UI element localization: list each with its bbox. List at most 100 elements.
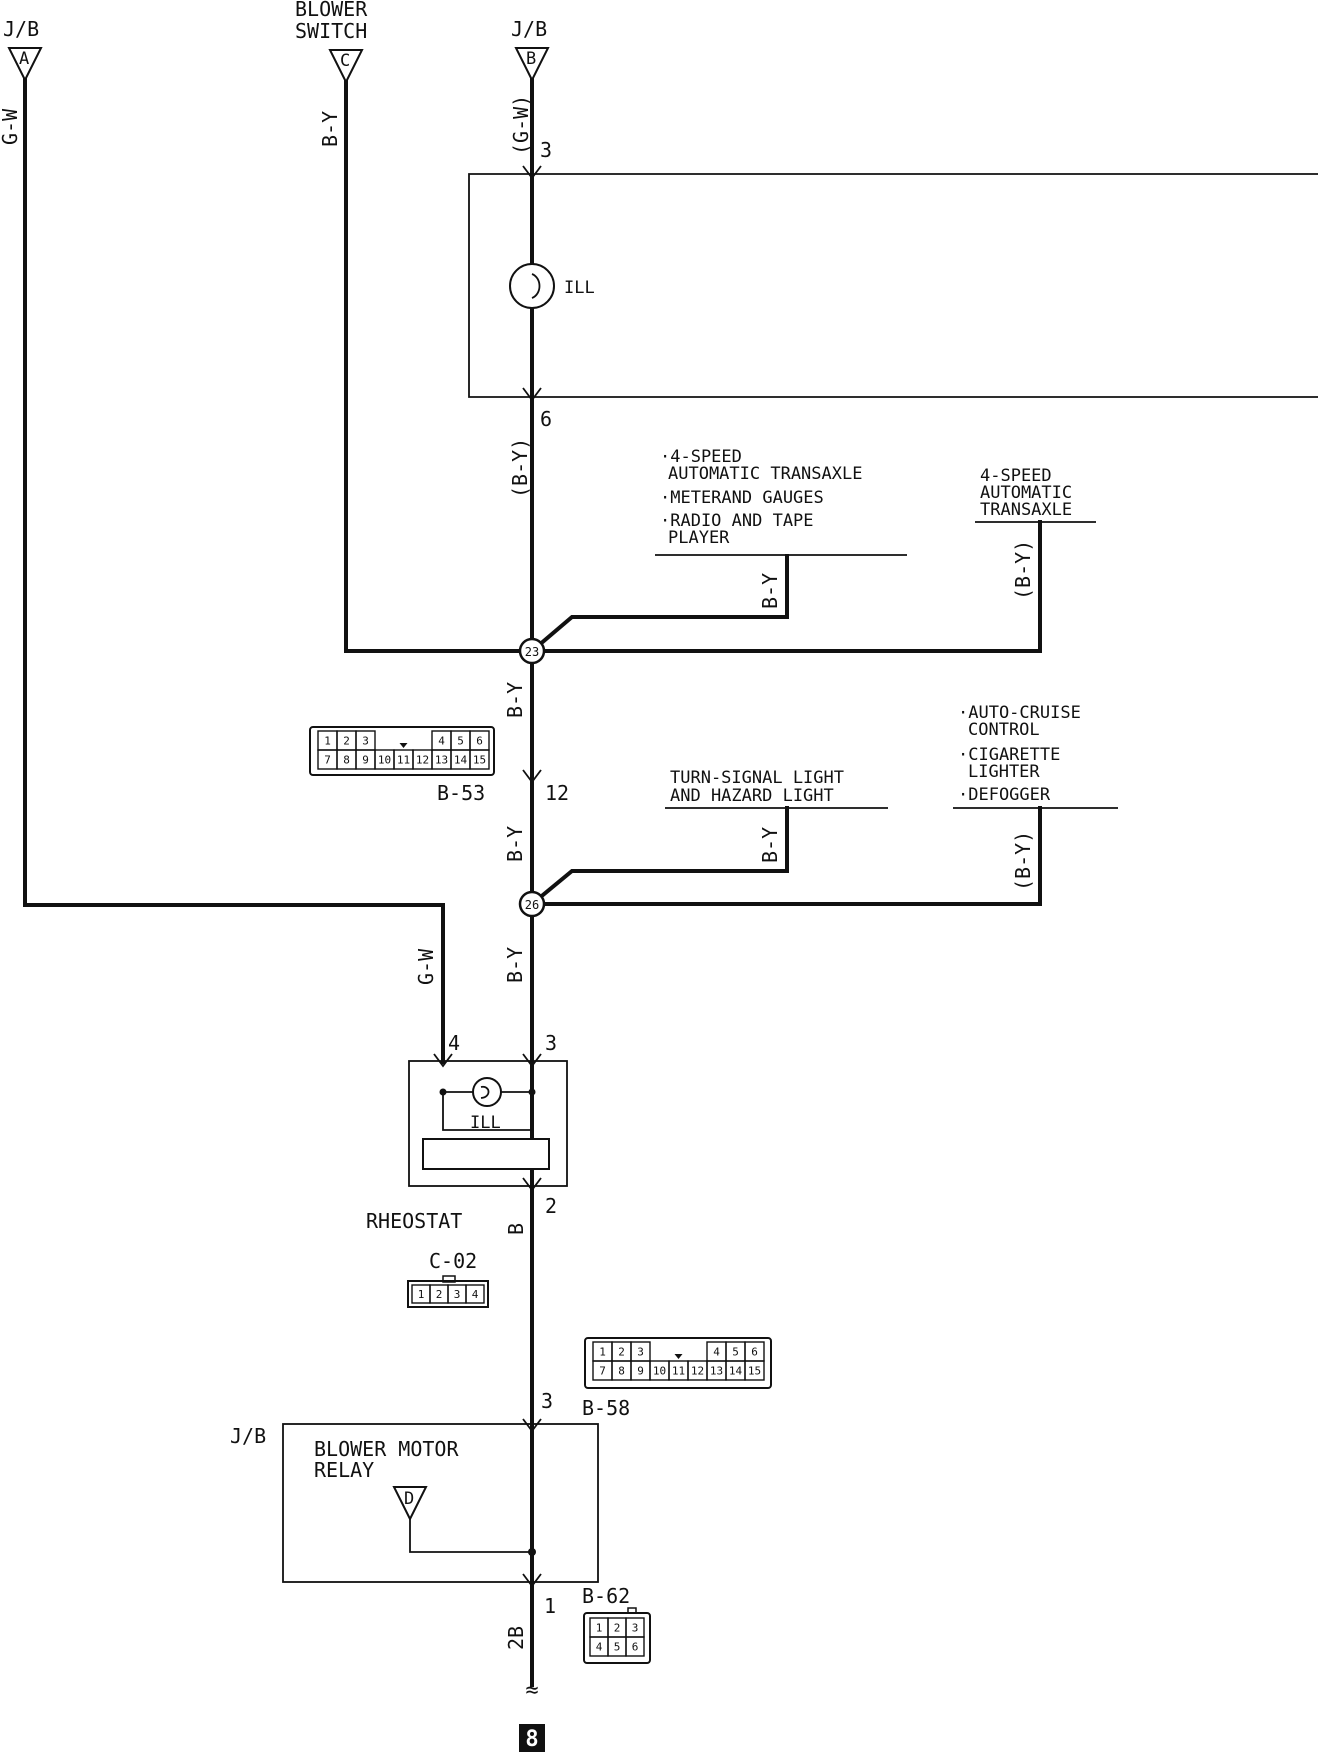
connector-b58-label: B-58 (582, 1396, 630, 1420)
illumination-box: 3 6 ILL (468, 138, 1318, 431)
wire-by-blower-switch (344, 80, 534, 653)
blower-switch-title-2: SWITCH (295, 19, 367, 43)
wire-label-rheostat-out: B (504, 1223, 528, 1235)
destination-text: CONTROL (968, 720, 1040, 740)
connector-pin-number: 3 (632, 1622, 639, 1635)
wire-label-main-lower: B-Y (503, 947, 527, 983)
rheostat-label: RHEOSTAT (366, 1209, 462, 1233)
lamp-icon (472, 1077, 502, 1107)
wire-label-by-switch: B-Y (318, 111, 342, 147)
wire-label-main-upper: (B-Y) (508, 438, 532, 498)
connector-pin-number: 13 (435, 754, 448, 767)
wire-label-gw-top: G-W (0, 108, 22, 145)
destination-group-3: TURN-SIGNAL LIGHT AND HAZARD LIGHT (665, 768, 888, 809)
destination-text: AUTOMATIC (980, 483, 1072, 503)
destination-text: PLAYER (668, 528, 730, 548)
rheostat-pin-bottom: 2 (545, 1194, 557, 1218)
illumination-pin-bottom: 6 (540, 407, 552, 431)
wire-label-relay-out: 2B (504, 1626, 528, 1650)
wires (23, 78, 1042, 1687)
destination-text: ·AUTO-CRUISE (958, 703, 1081, 723)
terminal-triangle-icon (392, 1486, 428, 1522)
connector-pin-number: 14 (454, 754, 468, 767)
connector-pin-number: 3 (362, 735, 369, 748)
terminal-jb-a: J/B A G-W (0, 17, 43, 145)
connector-b58-housing (584, 1337, 772, 1389)
continuation-ref: 8 (525, 1727, 538, 1752)
rheostat-node (528, 1088, 536, 1096)
terminal-jb-b-title: J/B (511, 17, 547, 41)
terminal-triangle-icon (328, 49, 364, 85)
wire-label-main-mid2: B-Y (503, 826, 527, 862)
connector-pin-number: 4 (713, 1346, 720, 1359)
destination-group-4: ·AUTO-CRUISE CONTROL ·CIGARETTE LIGHTER … (953, 703, 1118, 809)
connector-c02-label: C-02 (429, 1249, 477, 1273)
connector-pin-number: 2 (614, 1622, 621, 1635)
connector-pin-number: 8 (618, 1365, 625, 1378)
rheostat: 4 3 2 ILL RHEOSTAT (366, 1031, 568, 1233)
terminal-jb-a-title: J/B (3, 17, 39, 41)
illumination-box-outline (468, 173, 1318, 398)
connector-b58-pin: 3 (541, 1389, 553, 1413)
relay-node (528, 1548, 536, 1556)
relay-internal-wire (409, 1519, 532, 1553)
connector-pin-number: 9 (362, 754, 369, 767)
continuation-symbol: ≈ (525, 1678, 538, 1703)
connector-pin-number: 2 (436, 1288, 443, 1301)
illumination-pin-top: 3 (540, 138, 552, 162)
blower-motor-relay: J/B BLOWER MOTOR RELAY D (230, 1423, 599, 1588)
connector-arrow-icon (522, 387, 542, 402)
connector-pin-number: 6 (476, 735, 483, 748)
terminal-jb-b: J/B B (G-W) (509, 17, 550, 155)
junction-23: 23 (518, 637, 546, 665)
connector-pin-number: 4 (438, 735, 445, 748)
connector-arrow-icon (522, 1573, 542, 1588)
junction-circle-icon (518, 637, 546, 665)
terminal-triangle-icon (7, 47, 43, 83)
connector-pin-number: 11 (672, 1365, 685, 1378)
connector-key-icon (399, 743, 408, 748)
connector-arrow-icon (522, 769, 542, 784)
connector-b53-label: B-53 (437, 781, 485, 805)
connector-b62-housing (583, 1612, 651, 1664)
blower-switch-title-1: BLOWER (295, 0, 368, 21)
relay-title-2: RELAY (314, 1458, 374, 1482)
connector-pin-number: 6 (751, 1346, 758, 1359)
connector-pin-number: 9 (637, 1365, 644, 1378)
lamp-filament-icon (480, 1085, 490, 1099)
connector-pin-number: 7 (599, 1365, 606, 1378)
relay-title-1: BLOWER MOTOR (314, 1437, 459, 1461)
connector-pin-number: 5 (457, 735, 464, 748)
blower-switch-letter: C (340, 51, 350, 71)
destination-text: 4-SPEED (980, 466, 1052, 486)
destination-text: ·CIGARETTE (958, 745, 1060, 765)
terminal-triangle-icon (514, 47, 550, 83)
wire-label-gw-lower: G-W (414, 948, 438, 985)
connector-pin-number: 13 (710, 1365, 723, 1378)
wire-label-branch-2: (B-Y) (1011, 540, 1035, 600)
rheostat-pin-right: 3 (545, 1031, 557, 1055)
relay-housing (282, 1423, 599, 1583)
terminal-jb-a-letter: A (19, 49, 29, 69)
connector-b62-label: B-62 (582, 1584, 630, 1608)
connector-pin-number: 1 (418, 1288, 425, 1301)
junction-number: 26 (525, 898, 539, 912)
connector-pin-number: 4 (472, 1288, 479, 1301)
relay-terminal-letter: D (404, 1489, 414, 1509)
rheostat-internal-wire (442, 1092, 532, 1131)
connector-pin-number: 3 (637, 1346, 644, 1359)
wire-label-gw-jb-b: (G-W) (509, 95, 533, 155)
connector-b53-pin: 12 (545, 781, 569, 805)
continuation-marker: ≈ 8 (519, 1678, 545, 1752)
destination-text: LIGHTER (968, 762, 1040, 782)
connector-pin-number: 1 (596, 1622, 603, 1635)
connector-b62-pin: 1 (544, 1594, 556, 1618)
lamp-icon (509, 263, 555, 309)
connector-pin-number: 12 (416, 754, 429, 767)
destination-text: TRANSAXLE (980, 500, 1072, 520)
connector-pin-cell (625, 1636, 645, 1657)
